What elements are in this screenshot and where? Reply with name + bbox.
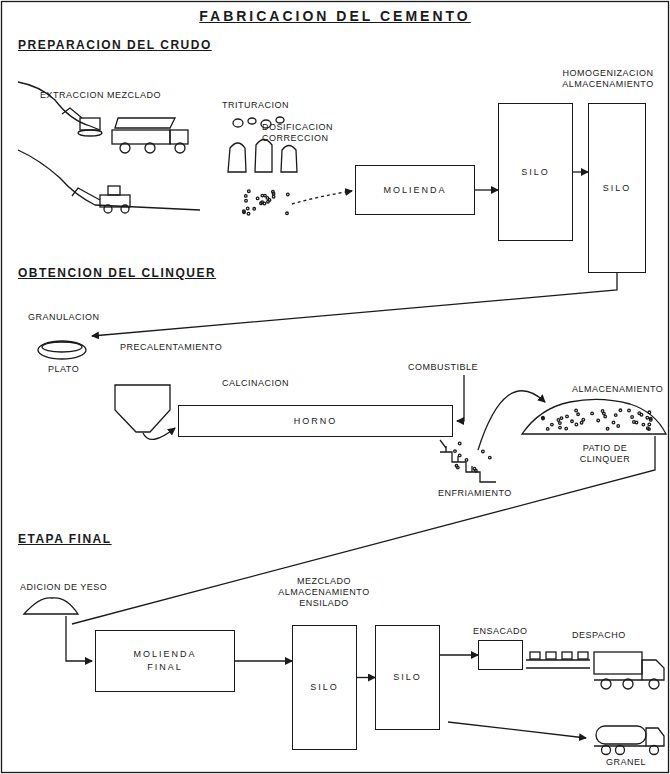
- silo-box: SILO: [588, 103, 646, 273]
- fuel-arrow: [457, 375, 464, 421]
- box-label: MOLIENDA: [379, 184, 450, 197]
- box-label: HORNO: [290, 415, 342, 428]
- section-heading: OBTENCION DEL CLINQUER: [18, 268, 216, 279]
- box-label: MOLIENDA FINAL: [116, 648, 214, 674]
- flow-line: [143, 428, 175, 439]
- silo-box: SILO: [375, 625, 440, 730]
- quarry-slope: [18, 150, 200, 210]
- box-label: SILO: [389, 671, 426, 684]
- step-label: DESPACHO: [572, 630, 626, 641]
- gypsum-pile: [24, 598, 78, 614]
- step-label: GRANEL: [606, 757, 646, 768]
- granulation-plate: [38, 341, 86, 359]
- box-heading: ENSACADO: [473, 625, 528, 638]
- step-label: PLATO: [48, 364, 79, 375]
- step-label: TRITURACION: [222, 100, 289, 111]
- truck: [594, 652, 664, 689]
- silo-box: SILO: [498, 103, 573, 241]
- step-label: MEZCLADO ALMACENAMIENTO ENSILADO: [268, 576, 380, 609]
- dump-truck: [112, 118, 188, 153]
- step-label: PRECALENTAMIENTO: [120, 342, 222, 353]
- bulk-truck: [594, 726, 664, 755]
- flow-arrow: [440, 654, 478, 655]
- silo-box: SILO: [292, 625, 357, 750]
- step-label: GRANULACION: [28, 312, 100, 323]
- step-label: PATIO DE CLINQUER: [572, 443, 638, 465]
- section-heading: PREPARACION DEL CRUDO: [18, 40, 212, 51]
- flow-arrow: [235, 660, 292, 661]
- process-box: MOLIENDA: [355, 165, 475, 215]
- step-label: CALCINACION: [222, 378, 289, 389]
- cooler: [440, 440, 446, 448]
- feed-arrow: [292, 191, 352, 204]
- flow-arrow: [475, 189, 498, 190]
- clinker-dots: [542, 409, 652, 430]
- flow-line: [92, 273, 617, 336]
- flow-line: [478, 391, 545, 450]
- clinker-pile: [522, 399, 666, 434]
- process-box: MOLIENDA FINAL: [95, 630, 235, 692]
- preheater: [115, 385, 170, 432]
- step-label: ALMACENAMIENTO: [572, 384, 663, 395]
- section-heading: ETAPA FINAL: [18, 534, 112, 545]
- quarry-slope: [18, 82, 100, 130]
- cooler: [440, 452, 496, 482]
- step-label: ADICION DE YESO: [20, 582, 107, 593]
- step-label: EXTRACCION MEZCLADO: [40, 90, 161, 101]
- diagram-title: FABRICACION DEL CEMENTO: [0, 8, 670, 24]
- flow-line: [72, 436, 655, 624]
- step-label: COMBUSTIBLE: [408, 362, 478, 373]
- loader: [72, 186, 130, 213]
- conveyor: [526, 652, 590, 668]
- crushed-stone: [243, 190, 290, 215]
- flow-arrow: [357, 677, 375, 678]
- box-label: SILO: [306, 681, 343, 694]
- granulation-plate: [42, 342, 82, 352]
- flow-arrow: [573, 171, 588, 172]
- clinker-dots: [454, 442, 491, 472]
- kiln-box: HORNO: [178, 405, 453, 437]
- excavator: [62, 108, 102, 136]
- step-label: ENFRIAMIENTO: [438, 488, 512, 499]
- box-label: SILO: [517, 166, 554, 179]
- step-label: HOMOGENIZACION ALMACENAMIENTO: [556, 68, 660, 90]
- process-box: ENSACADO: [478, 640, 523, 670]
- step-label: DOSIFICACION CORRECCION: [262, 122, 348, 144]
- flow-line: [66, 616, 92, 661]
- flow-line: [448, 722, 586, 738]
- cooler: [446, 446, 472, 472]
- box-label: SILO: [599, 182, 636, 195]
